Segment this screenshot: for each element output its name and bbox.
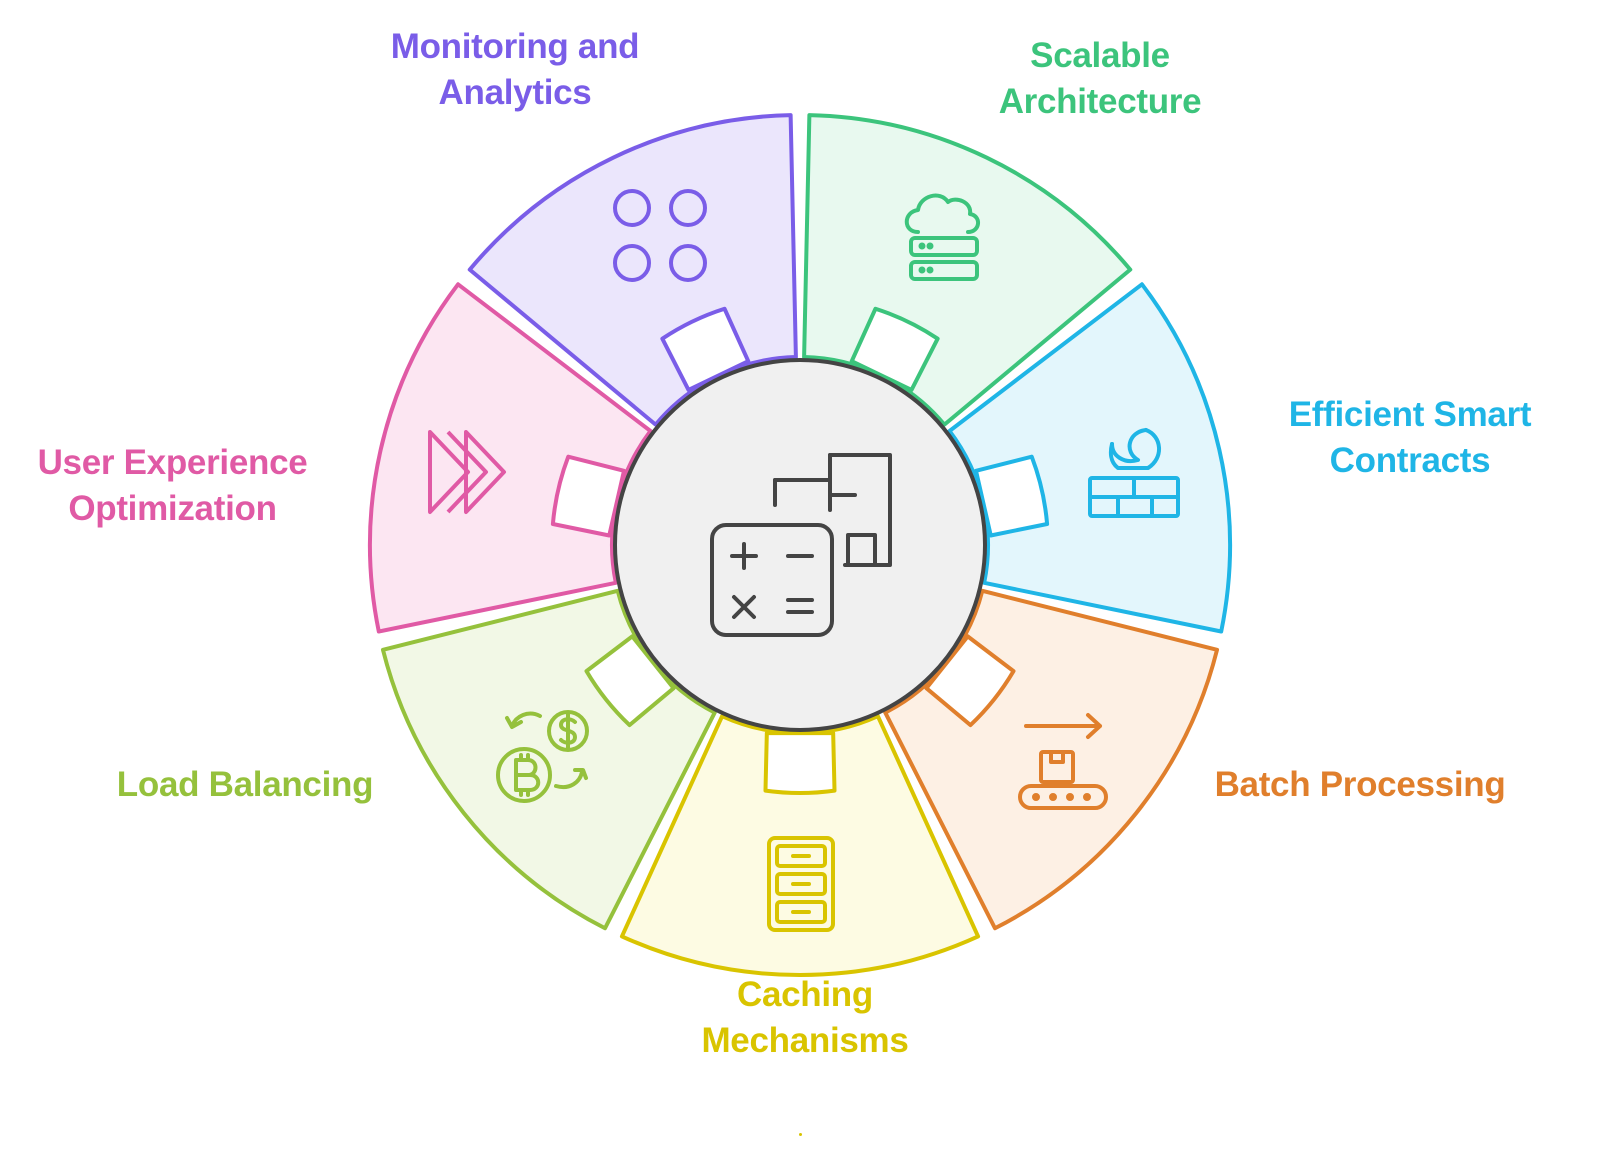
firewall-icon xyxy=(1088,428,1180,518)
label-line: Load Balancing xyxy=(116,765,374,804)
filing-cabinet-icon xyxy=(767,836,835,932)
label-scalable-architecture: Scalable Architecture xyxy=(900,33,1300,125)
label-caching-mechanisms: Caching Mechanisms xyxy=(600,972,1010,1064)
decorative-dot xyxy=(799,1133,802,1136)
label-line: Scalable xyxy=(1030,36,1170,75)
calculator-and-layout-icon xyxy=(710,453,892,637)
label-line: Architecture xyxy=(998,82,1202,121)
label-user-experience-optimization: User Experience Optimization xyxy=(0,440,345,532)
segment-notch-smart xyxy=(974,454,1050,538)
segment-notch-scalable xyxy=(849,306,940,392)
label-monitoring-and-analytics: Monitoring and Analytics xyxy=(310,24,720,116)
segment-notch-monitoring xyxy=(660,306,751,392)
fast-forward-icon xyxy=(428,430,506,514)
label-load-balancing: Load Balancing xyxy=(60,762,430,808)
center-hub xyxy=(613,358,987,732)
segment-notch-batch xyxy=(924,634,1016,728)
segment-notch-ux xyxy=(550,454,626,538)
four-circles-icon xyxy=(613,189,707,282)
segment-notch-caching xyxy=(763,731,837,795)
label-line: Batch Processing xyxy=(1214,765,1506,804)
label-line: Caching xyxy=(737,975,873,1014)
label-line: Efficient Smart xyxy=(1288,395,1532,434)
currency-exchange-icon xyxy=(496,710,589,803)
label-batch-processing: Batch Processing xyxy=(1170,762,1550,808)
segments-layer xyxy=(368,113,1232,977)
label-line: Contracts xyxy=(1329,441,1491,480)
label-line: Analytics xyxy=(438,73,592,112)
segment-notch-load xyxy=(584,634,676,728)
label-line: Optimization xyxy=(68,489,277,528)
label-line: User Experience xyxy=(37,443,308,482)
label-line: Mechanisms xyxy=(701,1021,909,1060)
cloud-server-icon xyxy=(904,193,980,281)
label-line: Monitoring and xyxy=(390,27,640,66)
conveyor-belt-icon xyxy=(1018,713,1108,810)
label-efficient-smart-contracts: Efficient Smart Contracts xyxy=(1230,392,1590,484)
